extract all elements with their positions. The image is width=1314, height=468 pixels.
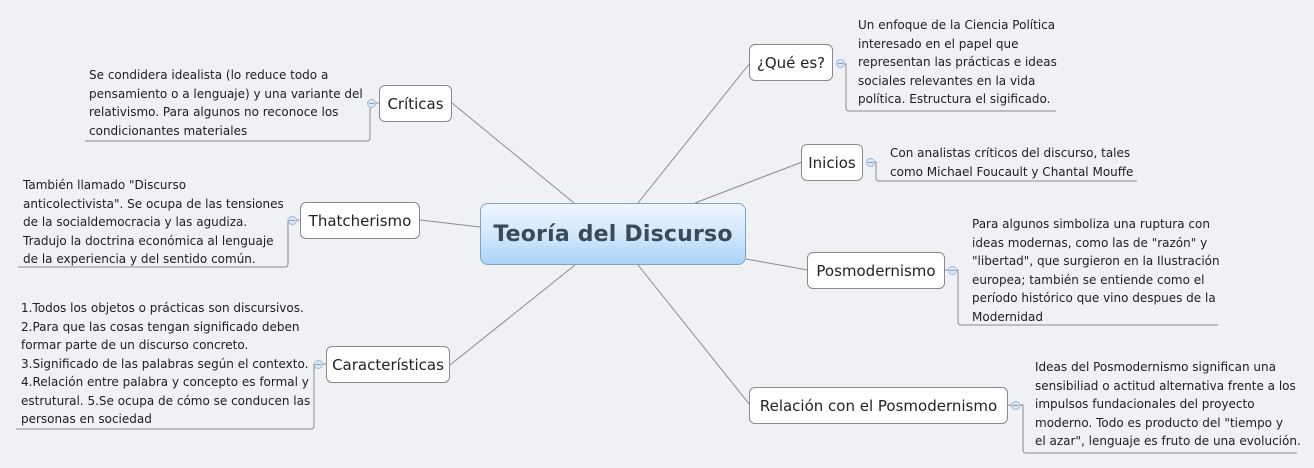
topic-label: Características: [332, 355, 444, 374]
note-inicios: Con analistas críticos del discurso, tal…: [890, 146, 1134, 179]
collapse-minus-icon[interactable]: [866, 158, 875, 167]
central-topic[interactable]: Teoría del Discurso: [480, 203, 746, 265]
topic-que-es[interactable]: ¿Qué es?: [749, 44, 833, 81]
connector-relacion: [637, 264, 751, 406]
collapse-minus-icon[interactable]: [314, 360, 323, 369]
note-caracteristicas: 1.Todos los objetos o prácticas son disc…: [21, 301, 311, 426]
topic-relacion-posmodernismo[interactable]: Relación con el Posmodernismo: [749, 387, 1008, 424]
topic-thatcherismo[interactable]: Thatcherismo: [300, 202, 420, 239]
topic-label: Inicios: [808, 153, 856, 172]
topic-label: Thatcherismo: [308, 211, 412, 230]
topic-inicios[interactable]: Inicios: [801, 144, 863, 181]
topic-posmodernismo[interactable]: Posmodernismo: [807, 252, 945, 289]
connector-posmodernismo: [745, 258, 809, 271]
connector-criticas: [451, 102, 575, 204]
collapse-minus-icon[interactable]: [836, 59, 845, 68]
note-thatcherismo: También llamado "Discurso anticolectivis…: [23, 178, 284, 266]
note-posmodernismo: Para algunos simboliza una ruptura con i…: [972, 217, 1220, 324]
topic-label: Críticas: [387, 94, 444, 113]
connector-caracteristicas: [449, 264, 576, 366]
topic-label: Relación con el Posmodernismo: [759, 396, 998, 415]
topic-criticas[interactable]: Críticas: [379, 85, 452, 122]
connector-thatcherismo: [419, 219, 481, 228]
note-que-es: Un enfoque de la Ciencia Política intere…: [858, 18, 1057, 106]
note-criticas: Se condidera idealista (lo reduce todo a…: [89, 68, 363, 138]
collapse-minus-icon[interactable]: [948, 266, 957, 275]
topic-caracteristicas[interactable]: Características: [326, 346, 450, 383]
collapse-minus-icon[interactable]: [288, 216, 297, 225]
connector-que-es: [637, 62, 751, 204]
topic-label: ¿Qué es?: [756, 53, 826, 72]
central-topic-label: Teoría del Discurso: [493, 221, 733, 247]
connector-inicios: [694, 161, 803, 204]
collapse-minus-icon[interactable]: [367, 99, 376, 108]
note-relacion-posmodernismo: Ideas del Posmodernismo significan una s…: [1035, 360, 1301, 448]
collapse-minus-icon[interactable]: [1011, 401, 1020, 410]
topic-label: Posmodernismo: [816, 261, 936, 280]
